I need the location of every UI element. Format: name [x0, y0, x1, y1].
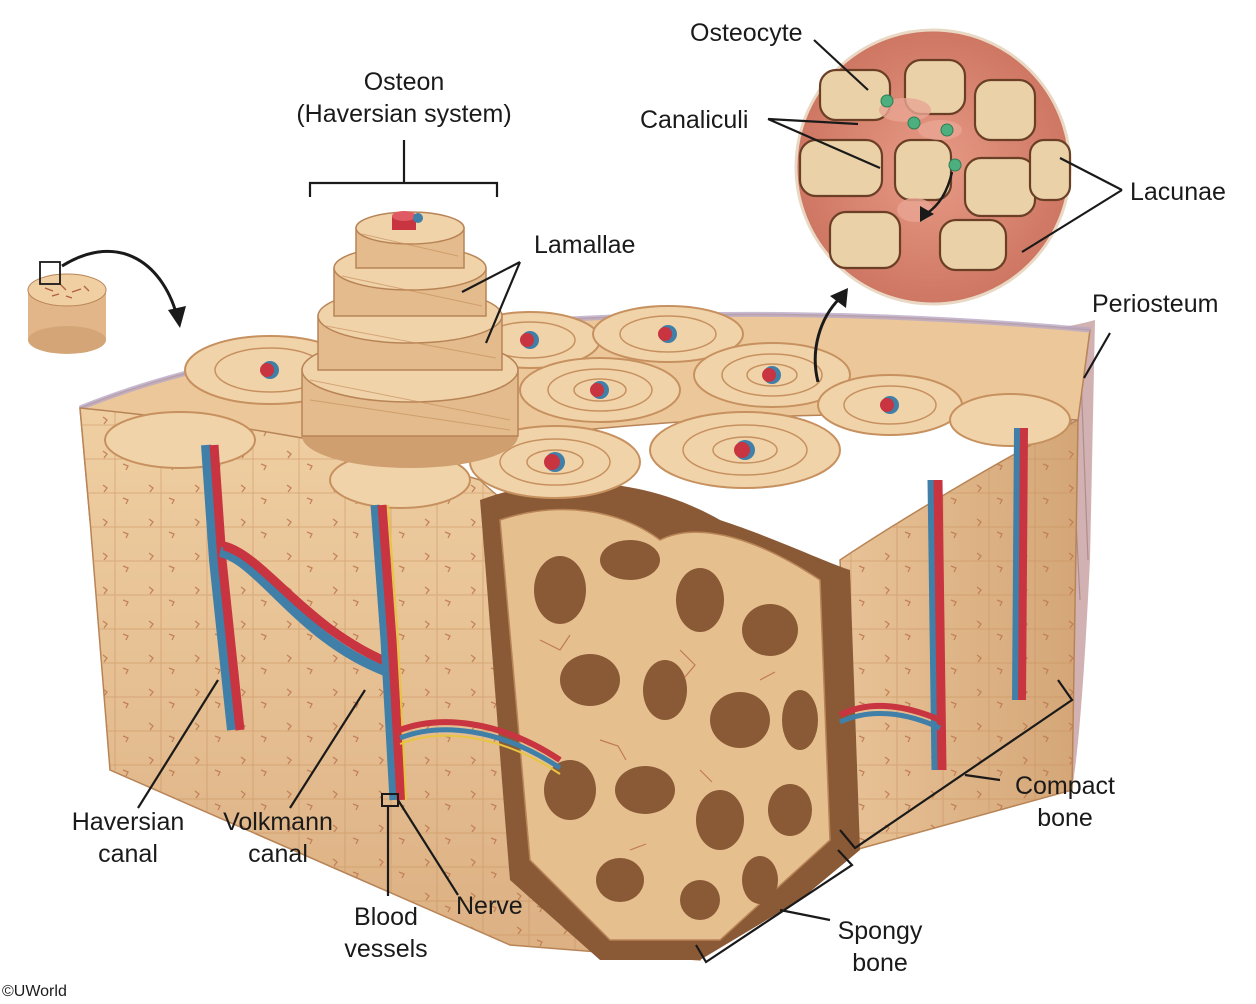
spongy-bone-label: Spongy [838, 917, 923, 945]
blood-vessels-label: Blood [354, 903, 418, 931]
magnified-lacunae-inset [794, 28, 1072, 306]
lacunae-label: Lacunae [1130, 178, 1226, 206]
leader-lines [137, 39, 1123, 964]
copyright-text: ©UWorld [2, 983, 67, 1000]
osteocyte-label: Osteocyte [690, 19, 803, 47]
canaliculi-label: Canaliculi [640, 106, 748, 134]
spongy-bone-label-sub: bone [852, 949, 908, 977]
haversian-canal-label: Haversian [72, 808, 185, 836]
periosteum-label: Periosteum [1092, 290, 1218, 318]
lamallae-label: Lamallae [534, 231, 635, 259]
volkmann-canal-label: Volkmann [223, 808, 333, 836]
labels: Osteon (Haversian system) Osteocyte Cana… [2, 19, 1226, 1000]
osteon-label-sub: (Haversian system) [296, 100, 511, 128]
nerve-label: Nerve [456, 892, 523, 920]
compact-bone-label: Compact [1015, 772, 1115, 800]
blood-vessels-label-sub: vessels [344, 935, 427, 963]
spongy-bone-region [480, 482, 860, 960]
haversian-canal-label-sub: canal [98, 840, 158, 868]
osteon-stack [301, 211, 519, 468]
volkmann-canal-label-sub: canal [248, 840, 308, 868]
bone-sample-inset [27, 249, 186, 354]
compact-bone-label-sub: bone [1037, 804, 1093, 832]
blood-vessels [201, 427, 1028, 801]
osteon-label: Osteon [364, 68, 445, 96]
